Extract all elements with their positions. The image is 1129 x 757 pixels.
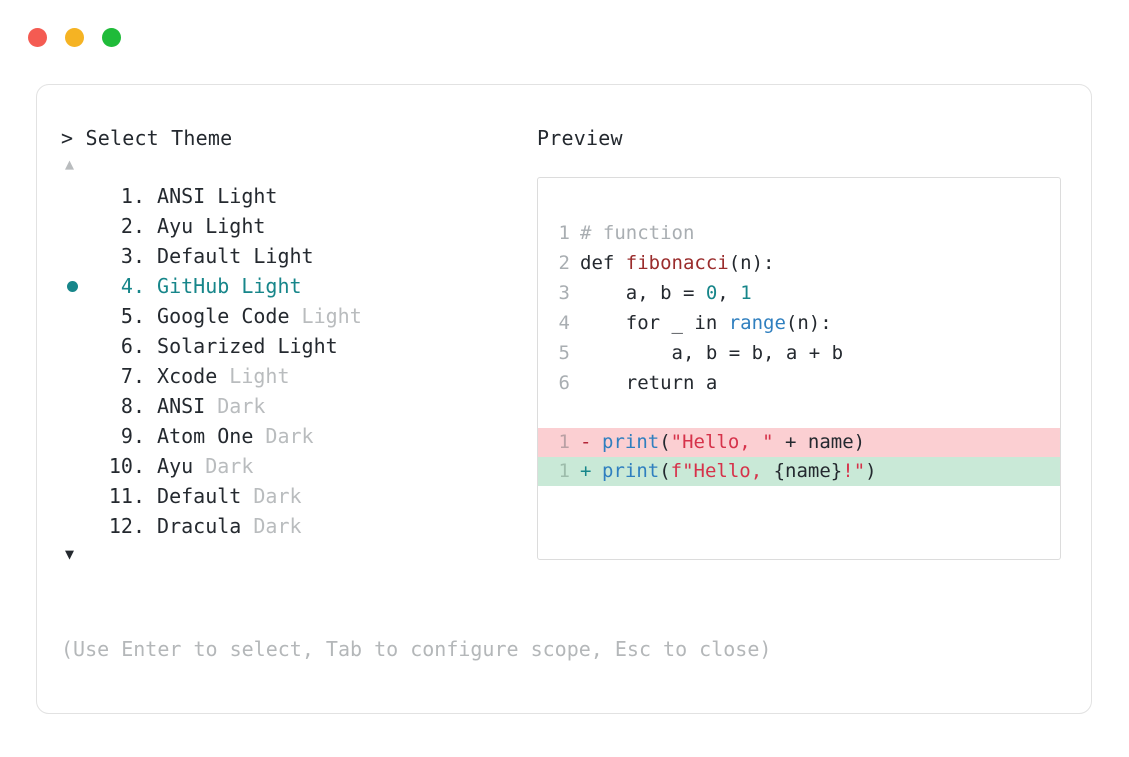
- line-number: 4: [558, 312, 570, 334]
- theme-list-item[interactable]: 6. Solarized Light: [61, 331, 531, 361]
- triangle-up-icon: ▲: [65, 155, 75, 173]
- theme-item-number: 8.: [120, 394, 145, 418]
- line-number: 3: [558, 282, 570, 304]
- window-controls: [28, 28, 121, 47]
- theme-item-name: Xcode: [145, 364, 218, 388]
- code-line: 6 return a: [538, 368, 1060, 398]
- theme-item-variant-tag: Dark: [253, 424, 314, 448]
- maximize-dot[interactable]: [102, 28, 121, 47]
- theme-item-name: Solarized: [145, 334, 266, 358]
- theme-item-variant-tag: Dark: [241, 484, 302, 508]
- preview-title: Preview: [537, 126, 623, 150]
- line-number: 5: [558, 342, 570, 364]
- theme-list-item[interactable]: 9. Atom One Dark: [61, 421, 531, 451]
- theme-item-number: 2.: [120, 214, 145, 238]
- selected-bullet-icon: [67, 281, 78, 292]
- theme-list-item[interactable]: 12. Dracula Dark: [61, 511, 531, 541]
- minimize-dot[interactable]: [65, 28, 84, 47]
- theme-item-name: Ayu: [145, 454, 194, 478]
- close-dot[interactable]: [28, 28, 47, 47]
- line-number: 1: [558, 460, 570, 482]
- theme-item-name: Default: [145, 244, 242, 268]
- theme-item-name: Default: [145, 484, 242, 508]
- theme-item-name: ANSI: [145, 184, 206, 208]
- theme-list-item[interactable]: 7. Xcode Light: [61, 361, 531, 391]
- diff-sign: -: [580, 431, 592, 453]
- line-number: 6: [558, 372, 570, 394]
- select-theme-prompt: > Select Theme: [61, 126, 233, 150]
- theme-item-number: 3.: [120, 244, 145, 268]
- theme-item-variant-tag: Light: [217, 364, 290, 388]
- diff-sign: +: [580, 460, 592, 482]
- theme-list-item[interactable]: 11. Default Dark: [61, 481, 531, 511]
- theme-list-item[interactable]: 5. Google Code Light: [61, 301, 531, 331]
- theme-item-name: Google Code: [145, 304, 290, 328]
- code-line: 5 a, b = b, a + b: [538, 338, 1060, 368]
- theme-item-variant-tag: Light: [229, 274, 302, 298]
- theme-item-number: 1.: [120, 184, 145, 208]
- theme-item-number: 6.: [120, 334, 145, 358]
- diff-line-added: 1+print(f"Hello, {name}!"): [538, 457, 1060, 486]
- theme-item-variant-tag: Light: [193, 214, 266, 238]
- line-number: 1: [558, 431, 570, 453]
- theme-item-variant-tag: Light: [205, 184, 278, 208]
- theme-item-number: 7.: [120, 364, 145, 388]
- theme-item-number: 5.: [120, 304, 145, 328]
- triangle-down-icon: ▼: [65, 545, 75, 563]
- theme-item-name: Atom One: [145, 424, 254, 448]
- theme-item-number: 9.: [120, 424, 145, 448]
- theme-item-number: 11.: [108, 484, 145, 508]
- theme-item-variant-tag: Dark: [193, 454, 254, 478]
- theme-list-item[interactable]: 1. ANSI Light: [61, 181, 531, 211]
- code-line: 4 for _ in range(n):: [538, 308, 1060, 338]
- diff-line-removed: 1-print("Hello, " + name): [538, 428, 1060, 457]
- theme-list-item[interactable]: 4. GitHub Light: [61, 271, 531, 301]
- theme-list-item[interactable]: 3. Default Light: [61, 241, 531, 271]
- theme-list-item[interactable]: 10. Ayu Dark: [61, 451, 531, 481]
- theme-item-variant-tag: Light: [265, 334, 338, 358]
- code-spacer: [538, 398, 1060, 428]
- line-number: 2: [558, 252, 570, 274]
- theme-item-name: Ayu: [145, 214, 194, 238]
- theme-item-name: ANSI: [145, 394, 206, 418]
- scroll-up-indicator[interactable]: ▲: [61, 151, 531, 177]
- theme-item-variant-tag: Dark: [241, 514, 302, 538]
- theme-item-variant-tag: Dark: [205, 394, 266, 418]
- code-line: 1# function: [538, 218, 1060, 248]
- theme-item-number: 12.: [108, 514, 145, 538]
- code-line: 3 a, b = 0, 1: [538, 278, 1060, 308]
- theme-item-number: 10.: [108, 454, 145, 478]
- keyboard-hint: (Use Enter to select, Tab to configure s…: [61, 637, 772, 661]
- theme-item-variant-tag: Light: [241, 244, 314, 268]
- scroll-down-indicator[interactable]: ▼: [61, 541, 531, 567]
- theme-item-name: GitHub: [145, 274, 230, 298]
- line-number: 1: [558, 222, 570, 244]
- theme-item-variant-tag: Light: [289, 304, 362, 328]
- theme-item-number: 4.: [120, 274, 145, 298]
- theme-item-name: Dracula: [145, 514, 242, 538]
- theme-list-item[interactable]: 8. ANSI Dark: [61, 391, 531, 421]
- theme-list-item[interactable]: 2. Ayu Light: [61, 211, 531, 241]
